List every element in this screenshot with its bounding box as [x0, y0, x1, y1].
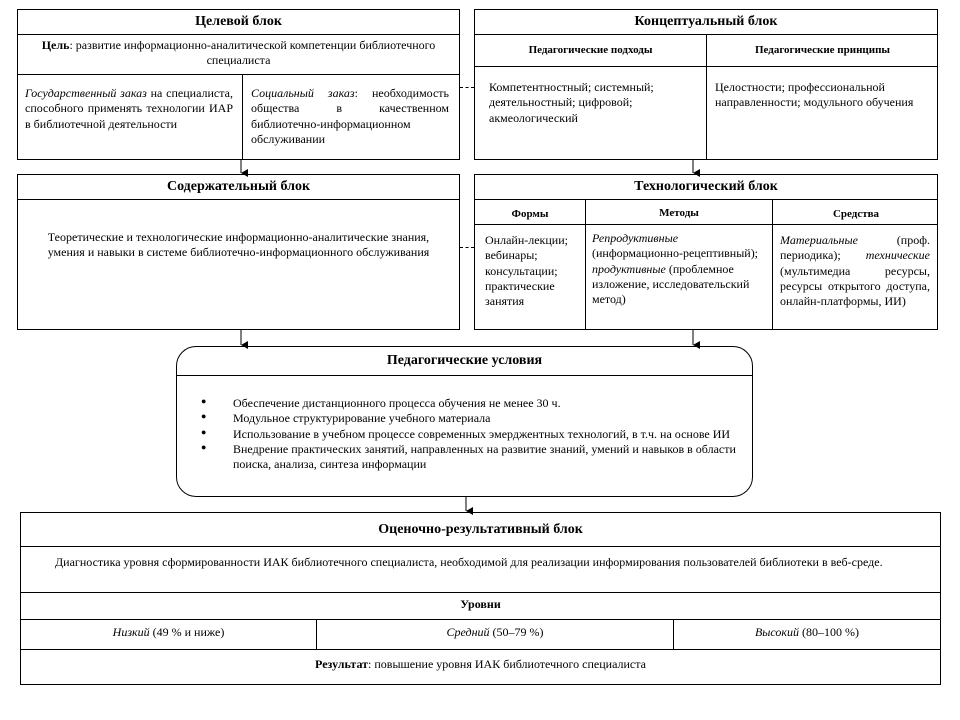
principles-text: Целостности; профессиональной направленн…: [715, 80, 914, 110]
goal-text: : развитие информационно-аналитической к…: [69, 38, 436, 68]
means-material-text: (проф. периодика);: [780, 233, 930, 263]
means-text: Материальные (проф. периодика); техничес…: [780, 233, 930, 310]
tech-subheader-divider: [475, 224, 937, 225]
approaches-header: Педагогические подходы: [528, 44, 653, 56]
methods-repro-label: Репродуктивные: [592, 231, 679, 245]
levels-divider-1: [316, 619, 317, 649]
diagnostics-text: Диагностика уровня сформированности ИАК …: [55, 555, 883, 569]
conceptual-block: Концептуальный блок Педагогические подхо…: [474, 9, 938, 160]
evaluation-title: Оценочно-результативный блок: [378, 522, 583, 537]
level-low: Низкий (49 % и ниже): [21, 625, 316, 640]
state-order-text: на специалиста, способного применять тех…: [25, 86, 233, 131]
content-text: Теоретические и технологические информац…: [47, 230, 430, 260]
level-high: Высокий (80–100 %): [674, 625, 940, 640]
level-mid-range: (50–79 %): [489, 625, 544, 639]
evaluation-divider-1: [21, 546, 940, 547]
conceptual-column-divider: [706, 34, 707, 159]
result: Результат: повышение уровня ИАК библиоте…: [21, 657, 940, 672]
state-order: Государственный заказ на специалиста, сп…: [25, 86, 233, 132]
technology-block-title: Технологический блок: [475, 175, 937, 200]
methods-prod-text: (проблемное изложение, исследовательский…: [592, 261, 750, 307]
approaches-text: Компетентностный; системный; деятельност…: [489, 80, 654, 125]
levels-divider-2: [673, 619, 674, 649]
forms-header: Формы: [511, 208, 549, 220]
content-block: Содержательный блок Теоретические и техн…: [17, 174, 460, 330]
methods-header: Методы: [659, 207, 699, 219]
conditions-title: Педагогические условия: [386, 353, 543, 368]
target-divider: [18, 74, 459, 75]
target-block-title: Целевой блок: [18, 10, 459, 35]
level-high-label: Высокий: [754, 625, 800, 639]
content-block-title: Содержательный блок: [18, 175, 459, 200]
conditions-block: Педагогические условия Обеспечение диста…: [176, 346, 753, 497]
level-high-range: (80–100 %): [799, 625, 860, 639]
target-block: Целевой блок Цель: развитие информационн…: [17, 9, 460, 160]
means-tech-label: технические: [865, 248, 930, 263]
technology-block: Технологический блок Формы Методы Средст…: [474, 174, 938, 330]
evaluation-block: Оценочно-результативный блок Диагностика…: [20, 512, 941, 685]
levels-header: Уровни: [460, 597, 501, 611]
tech-divider-2: [772, 199, 773, 329]
level-mid: Средний (50–79 %): [317, 625, 673, 640]
result-text: : повышение уровня ИАК библиотечного спе…: [368, 657, 646, 671]
level-low-label: Низкий: [112, 625, 150, 639]
target-goal: Цель: развитие информационно-аналитическ…: [38, 38, 439, 69]
condition-item: Внедрение практических занятий, направле…: [201, 442, 741, 473]
means-material-label: Материальные: [780, 233, 858, 247]
evaluation-divider-3: [21, 619, 940, 620]
principles-header: Педагогические принципы: [754, 44, 891, 56]
evaluation-divider-2: [21, 592, 940, 593]
condition-item: Использование в учебном процессе совреме…: [201, 427, 741, 442]
state-order-label: Государственный заказ: [25, 86, 147, 100]
result-label: Результат: [315, 657, 369, 671]
social-order: Социальный заказ: необходимость общества…: [251, 86, 449, 147]
dashed-connector-top: [460, 87, 474, 88]
condition-item: Модульное структурирование учебного мате…: [201, 411, 741, 426]
goal-label: Цель: [41, 38, 70, 52]
dashed-connector-middle: [460, 247, 474, 248]
target-column-divider: [242, 74, 243, 159]
level-low-range: (49 % и ниже): [149, 625, 225, 639]
conditions-divider: [177, 375, 752, 376]
condition-item: Обеспечение дистанционного процесса обуч…: [201, 396, 741, 411]
tech-divider-1: [585, 199, 586, 329]
conceptual-subheader-divider: [475, 66, 937, 67]
level-mid-label: Средний: [446, 625, 490, 639]
social-order-text: : необходимость общества в качественном …: [251, 86, 449, 147]
methods-repro-text: (информационно-рецептивный);: [592, 246, 759, 261]
social-order-label: Социальный заказ: [251, 86, 355, 100]
means-tech-text: (мультимедиа ресурсы, ресурсы открытого …: [780, 263, 930, 309]
means-header: Средства: [832, 208, 880, 220]
forms-text: Онлайн-лекции; вебинары; консультации; п…: [485, 233, 568, 309]
conditions-list: Обеспечение дистанционного процесса обуч…: [201, 396, 741, 473]
evaluation-divider-4: [21, 649, 940, 650]
methods-text: Репродуктивные (информационно-рецептивны…: [592, 231, 766, 308]
methods-prod-label: продуктивные: [592, 261, 666, 276]
